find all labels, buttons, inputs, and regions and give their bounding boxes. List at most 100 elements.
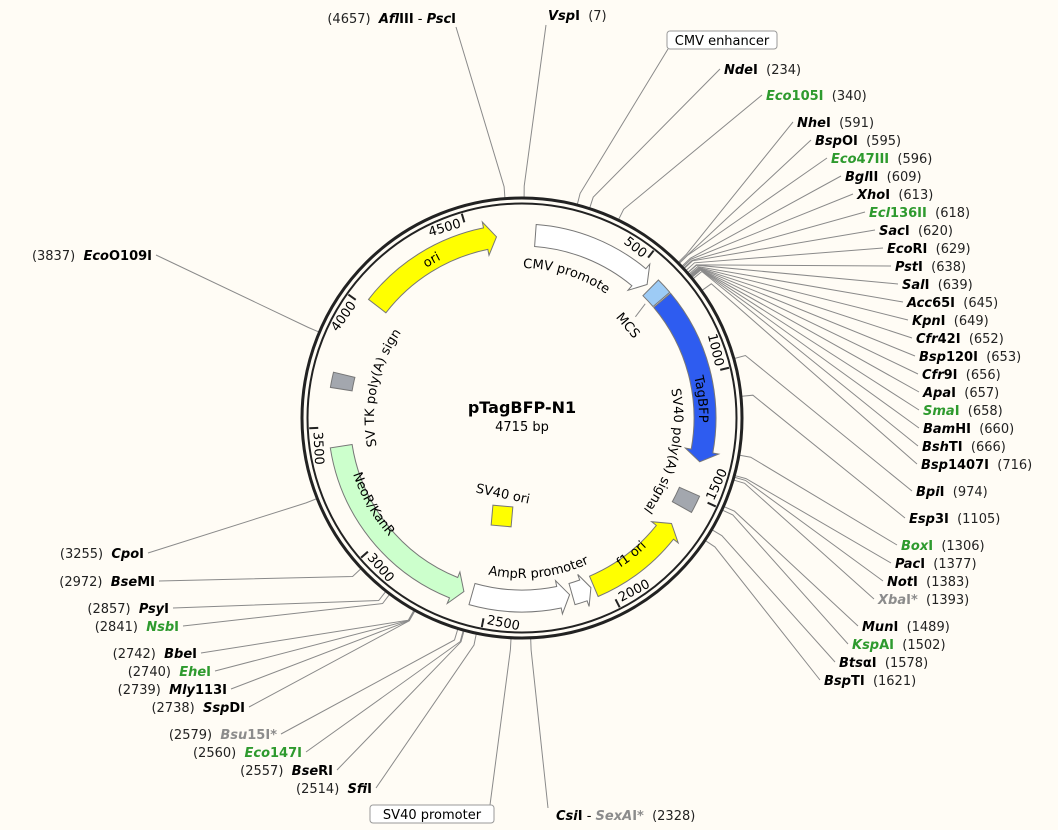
enzyme-kpni[interactable]: KpnI (649) (912, 314, 989, 329)
enzyme-position: (649) (954, 314, 989, 329)
enzyme-bts-i[interactable]: BtsαI (1578) (839, 656, 928, 671)
enzyme-bspoi[interactable]: BspOI (595) (815, 134, 901, 149)
enzyme-bseri[interactable]: (2557) BseRI (240, 764, 333, 779)
enzyme-eco105i[interactable]: Eco105I (340) (766, 89, 867, 104)
enzyme-ehei[interactable]: (2740) EheI (128, 665, 211, 680)
enzyme-muni[interactable]: MunI (1489) (862, 620, 950, 635)
enzyme-name-part: Bsp (919, 350, 946, 365)
enzyme-name-part: 42I (938, 332, 961, 347)
enzyme-name-part: Eco (766, 89, 792, 104)
enzyme-name-part: 47III (857, 152, 890, 167)
enzyme-name-part: I (139, 547, 144, 562)
leader-line (172, 591, 386, 609)
enzyme-position: (234) (766, 63, 801, 78)
callout-cmv-enhancer[interactable]: CMV enhancer (666, 30, 778, 50)
enzyme-position: (3837) (32, 249, 75, 264)
callout-sv40-promoter[interactable]: SV40 promoter (369, 804, 495, 824)
enzyme-smai[interactable]: SmaI (658) (923, 404, 1003, 419)
enzyme-cfr42i[interactable]: Cfr42I (652) (916, 332, 1004, 347)
enzyme-psti[interactable]: PstI (638) (895, 260, 966, 275)
feature-neor-kanr[interactable] (329, 443, 465, 605)
enzyme-bamhi[interactable]: BamHI (660) (923, 422, 1014, 437)
leader-line (280, 629, 459, 735)
enzyme-bspti[interactable]: BspTI (1621) (824, 674, 916, 689)
leader-line (523, 24, 547, 198)
enzyme-cpoi[interactable]: (3255) CpoI (60, 547, 144, 562)
feature-hsv-tk-poly-a-signal[interactable] (329, 371, 356, 392)
enzyme-afliii-psci[interactable]: (4657) AflIII - PscI (327, 12, 456, 27)
enzyme-name-part: Ehe (179, 665, 206, 680)
enzyme-ecoo109i[interactable]: (3837) EcoO109I (32, 249, 152, 264)
enzyme-bsp1407i[interactable]: Bsp1407I (716) (921, 458, 1032, 473)
tick-mark (480, 618, 485, 628)
enzyme-bbei[interactable]: (2742) BbeI (113, 647, 197, 662)
feature-sv40-ori[interactable] (490, 504, 514, 528)
enzyme-position: (596) (897, 152, 932, 167)
feature-ampr-promoter[interactable] (468, 579, 571, 616)
enzyme-ndei[interactable]: NdeI (234) (724, 63, 801, 78)
enzyme-position: (652) (969, 332, 1004, 347)
leader-line (679, 157, 828, 264)
enzyme-bglii[interactable]: BglII (609) (845, 170, 922, 185)
feature-label: ori (421, 250, 443, 272)
feature-tagbfp[interactable] (653, 292, 721, 463)
enzyme-xhoi[interactable]: XhoI (613) (856, 188, 933, 203)
feature-label-text: ori (421, 250, 443, 272)
enzyme-sfii[interactable]: (2514) SfiI (296, 782, 372, 797)
enzyme-acc65i[interactable]: Acc65I (645) (906, 296, 998, 311)
enzyme-name-part: Bts (839, 656, 863, 671)
enzyme-eco147i[interactable]: (2560) Eco147I (193, 746, 302, 761)
enzyme-saci[interactable]: SacI (620) (879, 224, 953, 239)
enzyme-bpii[interactable]: BpiI (974) (916, 485, 988, 500)
enzyme-paci[interactable]: PacI (1377) (895, 557, 977, 572)
enzyme-name-part: I (174, 620, 179, 635)
enzyme-noti[interactable]: NotI (1383) (887, 575, 969, 590)
enzyme-eco47iii[interactable]: Eco47III (596) (831, 152, 932, 167)
enzyme-sali[interactable]: SalI (639) (902, 278, 973, 293)
leader-line (735, 475, 892, 564)
enzyme-position: (2738) (151, 701, 194, 716)
enzyme-esp3i[interactable]: Esp3I (1105) (909, 512, 1000, 527)
feature-cmv-promoter[interactable] (534, 223, 651, 292)
tick-mark (720, 366, 730, 371)
feature-ori[interactable] (367, 220, 498, 314)
enzyme-name-part: Not (887, 575, 914, 590)
enzyme-bsemi[interactable]: (2972) BseMI (59, 575, 155, 590)
enzyme-name-part: Bsu (220, 728, 247, 743)
feature-segment[interactable] (568, 574, 592, 607)
feature-mcs[interactable] (642, 279, 671, 308)
enzyme-boxi[interactable]: BoxI (1306) (901, 539, 985, 554)
enzyme-csii-sexai-[interactable]: CsiI - SexAI* (2328) (556, 809, 695, 824)
enzyme-name-part: I (578, 809, 583, 824)
leader-line (618, 94, 763, 220)
feature-sv40-poly-a-signal[interactable] (671, 486, 701, 514)
enzyme-name-part: Psy (139, 602, 165, 617)
leader-line (158, 568, 361, 582)
enzyme-sspdi[interactable]: (2738) SspDI (151, 701, 245, 716)
enzyme-position: (1105) (957, 512, 1000, 527)
tick-label: 2500 (486, 613, 521, 634)
enzyme-ecori[interactable]: EcoRI (629) (887, 242, 971, 257)
enzyme-bsu15i-[interactable]: (2579) Bsu15I* (169, 728, 277, 743)
enzyme-bsp120i[interactable]: Bsp120I (653) (919, 350, 1021, 365)
enzyme-name-part: Bam (923, 422, 955, 437)
enzyme-nsbi[interactable]: (2841) NsbI (95, 620, 179, 635)
enzyme-name-part: I* (906, 593, 918, 608)
enzyme-cfr9i[interactable]: Cfr9I (656) (922, 368, 1001, 383)
enzyme-position: (2514) (296, 782, 339, 797)
enzyme-position: (2972) (59, 575, 102, 590)
feature-f1-ori[interactable] (588, 521, 680, 598)
enzyme-ecl136ii[interactable]: Ecl136II (618) (869, 206, 970, 221)
enzyme-xbai-[interactable]: XbaI* (1393) (877, 593, 969, 608)
enzyme-mly113i[interactable]: (2739) Mly113I (118, 683, 227, 698)
leader-line (691, 268, 920, 411)
enzyme-vspi[interactable]: VspI (7) (548, 9, 607, 24)
enzyme-psyi[interactable]: (2857) PsyI (87, 602, 169, 617)
enzyme-kspai[interactable]: KspAI (1502) (852, 638, 946, 653)
leader-line (734, 476, 884, 582)
tick-mark (614, 598, 621, 608)
enzyme-name-part: 105I (792, 89, 824, 104)
enzyme-nhei[interactable]: NheI (591) (797, 116, 874, 131)
enzyme-bshti[interactable]: BshTI (666) (922, 440, 1006, 455)
enzyme-apai[interactable]: ApaI (657) (922, 386, 999, 401)
